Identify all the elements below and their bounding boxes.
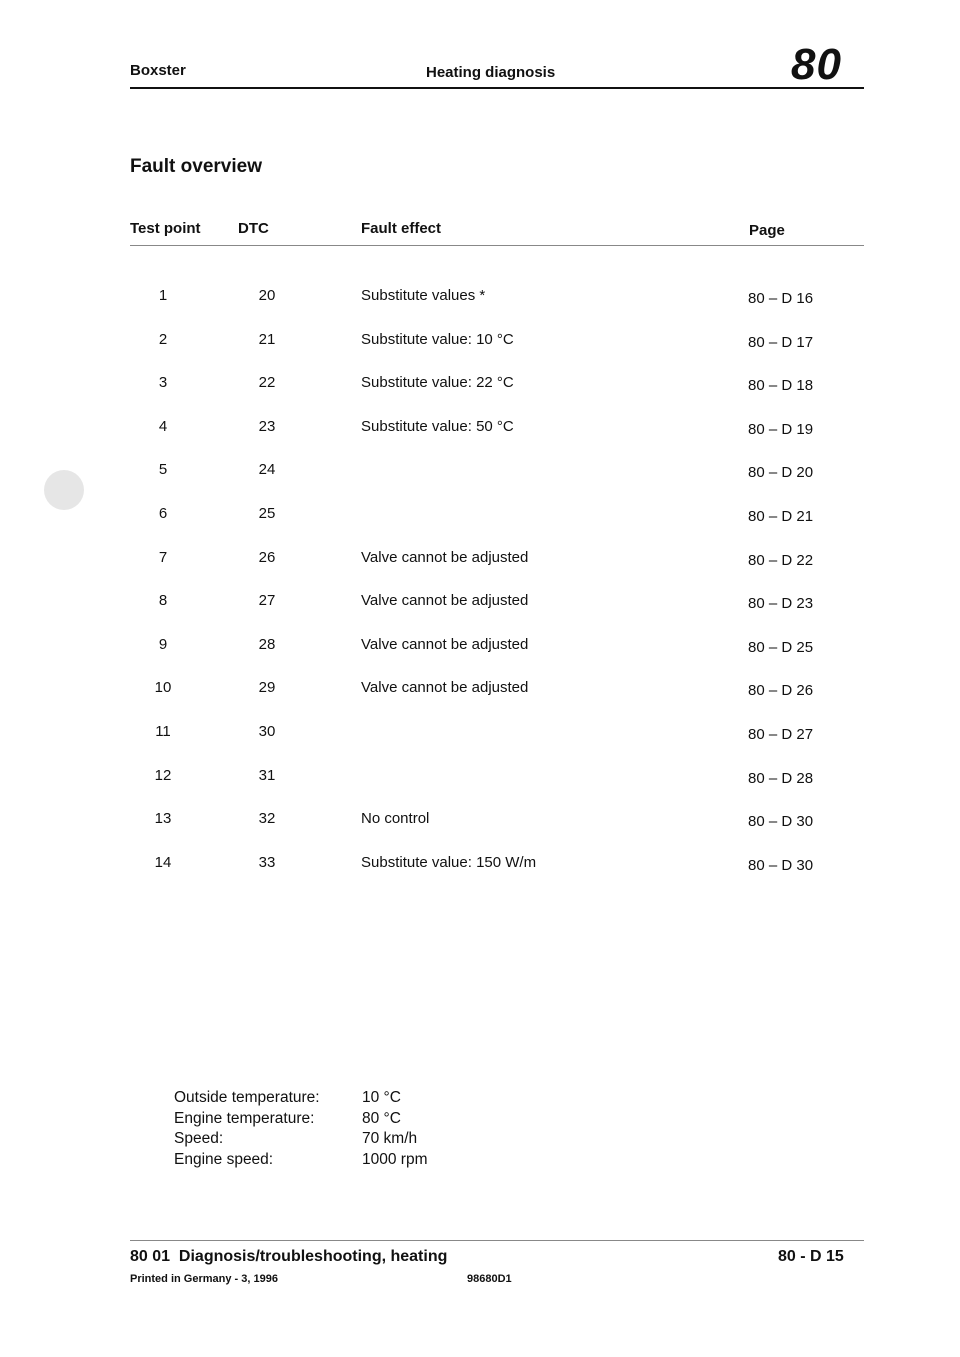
fault-effect-cell: Valve cannot be adjusted	[361, 548, 529, 566]
test-point-cell: 7	[158, 548, 168, 566]
dtc-cell: 22	[258, 374, 276, 392]
dtc-cell: 33	[258, 853, 276, 871]
fault-effect-cell: Valve cannot be adjusted	[361, 592, 529, 610]
test-point-cell: 5	[158, 461, 168, 479]
page-ref-cell: 80 – D 26	[748, 682, 814, 700]
page-ref-cell: 80 – D 16	[748, 290, 814, 307]
page-ref-cell: 80 – D 23	[748, 595, 814, 613]
footnote-row: Speed: 70 km/h	[174, 1129, 427, 1150]
table-row: 14 33 Substitute value: 150 W/m 80 – D 30	[130, 845, 864, 889]
page-ref-cell: 80 – D 19	[748, 420, 814, 438]
table-row: 6 25 80 – D 21	[130, 496, 864, 540]
table-row: 12 31 80 – D 28	[130, 758, 864, 802]
dtc-cell: 29	[258, 679, 276, 697]
dtc-cell: 23	[258, 417, 276, 435]
dtc-cell: 26	[258, 548, 276, 566]
header-model: Boxster	[130, 62, 186, 79]
column-header-dtc: DTC	[238, 220, 269, 237]
footnote-row: Engine temperature: 80 °C	[174, 1109, 427, 1130]
dtc-cell: 30	[258, 722, 276, 740]
dtc-cell: 28	[258, 635, 276, 653]
header-divider	[130, 87, 864, 89]
footnote-value: 80 °C	[362, 1109, 401, 1127]
page-ref-cell: 80 – D 28	[748, 769, 814, 787]
footnote-label: Engine temperature:	[174, 1109, 315, 1127]
test-point-cell: 12	[154, 766, 172, 784]
punch-hole	[44, 470, 84, 510]
fault-effect-cell: Substitute values *	[361, 287, 486, 304]
footnote-value: 70 km/h	[362, 1130, 418, 1147]
fault-effect-cell: Substitute value: 10 °C	[361, 330, 514, 348]
test-point-cell: 9	[158, 635, 168, 653]
footnote-row: Engine speed: 1000 rpm	[174, 1150, 427, 1171]
table-row: 13 32 No control 80 – D 30	[130, 801, 864, 845]
footnote-value: 1000 rpm	[362, 1150, 428, 1168]
table-header-divider	[130, 245, 864, 246]
table-row: 9 28 Valve cannot be adjusted 80 – D 25	[130, 627, 864, 671]
test-point-cell: 2	[158, 330, 168, 348]
section-title: Fault overview	[130, 156, 262, 177]
dtc-cell: 20	[258, 287, 276, 304]
table-row: 1 20 Substitute values * 80 – D 16	[130, 278, 864, 322]
dtc-cell: 32	[258, 810, 276, 828]
page-ref-cell: 80 – D 27	[748, 725, 814, 743]
test-point-cell: 10	[154, 679, 172, 697]
footer-title: 80 01 Diagnosis/troubleshooting, heating	[130, 1248, 448, 1265]
footnote-label: Speed:	[174, 1130, 224, 1147]
dtc-cell: 21	[258, 330, 276, 348]
page-ref-cell: 80 – D 20	[748, 464, 814, 482]
table-row: 2 21 Substitute value: 10 °C 80 – D 17	[130, 322, 864, 366]
footer-printed-note: Printed in Germany - 3, 1996	[130, 1273, 278, 1285]
fault-effect-cell: Valve cannot be adjusted	[361, 635, 529, 653]
fault-effect-cell: Substitute value: 150 W/m	[361, 853, 537, 871]
test-point-cell: 11	[155, 722, 171, 740]
footnote-label: Engine speed:	[174, 1150, 274, 1168]
table-row: 11 30 80 – D 27	[130, 714, 864, 758]
footer-doc-code: 98680D1	[467, 1273, 512, 1285]
dtc-cell: 25	[258, 504, 276, 522]
footnote-row: Outside temperature: 10 °C	[174, 1088, 427, 1109]
table-row: 3 22 Substitute value: 22 °C 80 – D 18	[130, 365, 864, 409]
test-point-cell: 13	[154, 810, 172, 828]
test-point-cell: 3	[158, 374, 168, 392]
table-row: 4 23 Substitute value: 50 °C 80 – D 19	[130, 409, 864, 453]
dtc-cell: 31	[258, 766, 276, 784]
footer-page-number: 80 - D 15	[778, 1248, 844, 1265]
test-point-cell: 14	[154, 853, 172, 871]
footer-divider	[130, 1240, 864, 1241]
footnote-value: 10 °C	[362, 1089, 401, 1106]
page-ref-cell: 80 – D 30	[748, 813, 814, 831]
footnote-label: Outside temperature:	[174, 1089, 320, 1106]
table-row: 10 29 Valve cannot be adjusted 80 – D 26	[130, 670, 864, 714]
fault-effect-cell: Substitute value: 50 °C	[361, 417, 514, 435]
page-ref-cell: 80 – D 17	[748, 333, 814, 351]
header-group-number: 80	[791, 40, 842, 89]
header-title: Heating diagnosis	[426, 64, 556, 81]
dtc-cell: 24	[258, 461, 276, 479]
test-point-cell: 6	[158, 504, 168, 522]
test-point-cell: 1	[158, 287, 168, 304]
fault-effect-cell: Valve cannot be adjusted	[361, 679, 529, 697]
page-ref-cell: 80 – D 18	[748, 377, 814, 395]
table-row: 5 24 80 – D 20	[130, 452, 864, 496]
page-ref-cell: 80 – D 21	[748, 507, 814, 525]
column-header-test-point: Test point	[130, 220, 201, 237]
page-ref-cell: 80 – D 25	[748, 638, 814, 656]
page-ref-cell: 80 – D 30	[748, 856, 814, 874]
column-header-fault-effect: Fault effect	[361, 220, 442, 237]
table-row: 8 27 Valve cannot be adjusted 80 – D 23	[130, 583, 864, 627]
substitute-values-footnote: Outside temperature: 10 °C Engine temperat…	[174, 1088, 427, 1170]
column-header-page: Page	[749, 222, 785, 239]
page-ref-cell: 80 – D 22	[748, 551, 814, 569]
table-row: 7 26 Valve cannot be adjusted 80 – D 22	[130, 540, 864, 584]
fault-effect-cell: No control	[361, 810, 430, 828]
test-point-cell: 8	[158, 592, 168, 610]
dtc-cell: 27	[258, 592, 276, 610]
fault-effect-cell: Substitute value: 22 °C	[361, 374, 514, 392]
test-point-cell: 4	[158, 417, 168, 435]
